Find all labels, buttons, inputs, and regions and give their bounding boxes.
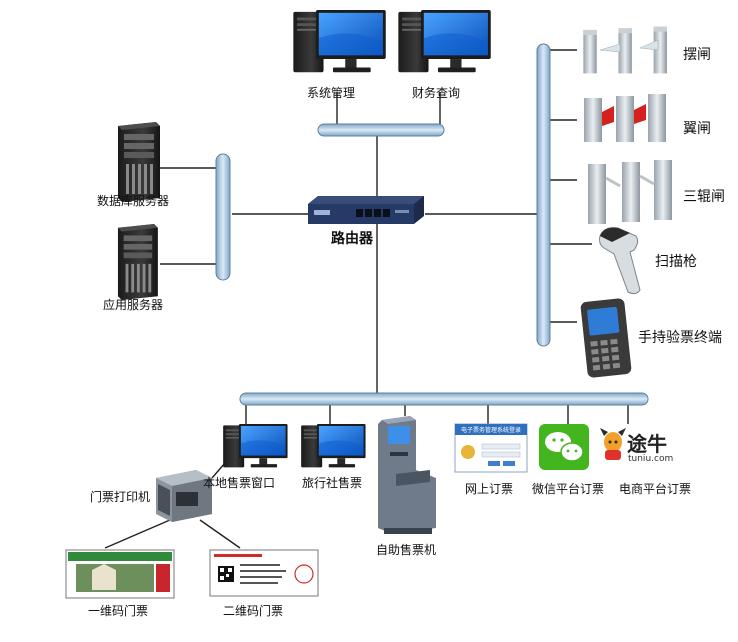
right-bus <box>536 43 551 347</box>
swing-gate-label: 摆闸 <box>683 47 711 63</box>
system-mgmt-label: 系统管理 <box>307 86 356 100</box>
connection-lines <box>104 49 629 549</box>
qrcode-ticket-icon <box>209 549 319 597</box>
tuniu-brand-label: 途牛 <box>627 432 667 456</box>
qrcode-ticket-label: 二维码门票 <box>223 604 284 618</box>
buses <box>215 43 649 406</box>
kiosk-icon <box>378 416 436 534</box>
online-login-window-icon: 电子票务管理系统登录 <box>454 423 528 473</box>
online-window-title: 电子票务管理系统登录 <box>461 426 521 434</box>
tuniu-domain-label: tuniu.com <box>628 454 674 464</box>
app-server-icon <box>117 224 158 300</box>
system-mgmt-pc-icon <box>293 10 386 73</box>
tuniu-logo-icon <box>600 428 626 460</box>
kiosk-label: 自助售票机 <box>376 543 437 557</box>
wechat-icon <box>539 424 589 470</box>
db-server-label: 数据库服务器 <box>97 194 170 208</box>
ticket-printer-icon <box>156 470 212 522</box>
wing-gate-icon <box>584 94 666 142</box>
tripod-gate-label: 三辊闸 <box>683 189 725 205</box>
online-label: 网上订票 <box>465 482 514 496</box>
left-bus <box>215 153 231 281</box>
handheld-terminal-icon <box>580 298 632 378</box>
scanner-label: 扫描枪 <box>655 254 697 270</box>
wing-gate-label: 翼闸 <box>683 121 711 137</box>
ticket-printer-label: 门票打印机 <box>90 490 151 504</box>
handheld-label: 手持验票终端 <box>638 330 722 346</box>
router-label: 路由器 <box>331 231 373 247</box>
travel-agency-label: 旅行社售票 <box>302 476 363 490</box>
finance-query-pc-icon <box>398 10 491 73</box>
router-icon <box>308 196 424 224</box>
local-window-pc-icon <box>223 424 288 468</box>
finance-query-label: 财务查询 <box>412 86 461 100</box>
swing-gate-icon <box>583 26 667 74</box>
wechat-label: 微信平台订票 <box>532 482 605 496</box>
travel-agency-pc-icon <box>301 424 366 468</box>
bottom-bus <box>239 392 649 406</box>
app-server-label: 应用服务器 <box>103 298 164 312</box>
top-bus <box>317 123 445 137</box>
local-window-label: 本地售票窗口 <box>203 476 276 490</box>
db-server-icon <box>118 122 160 202</box>
tripod-gate-icon <box>588 160 672 224</box>
ecommerce-label: 电商平台订票 <box>619 482 692 496</box>
scanner-icon <box>599 227 641 295</box>
barcode-ticket-icon <box>65 549 175 599</box>
barcode-ticket-label: 一维码门票 <box>88 604 149 618</box>
